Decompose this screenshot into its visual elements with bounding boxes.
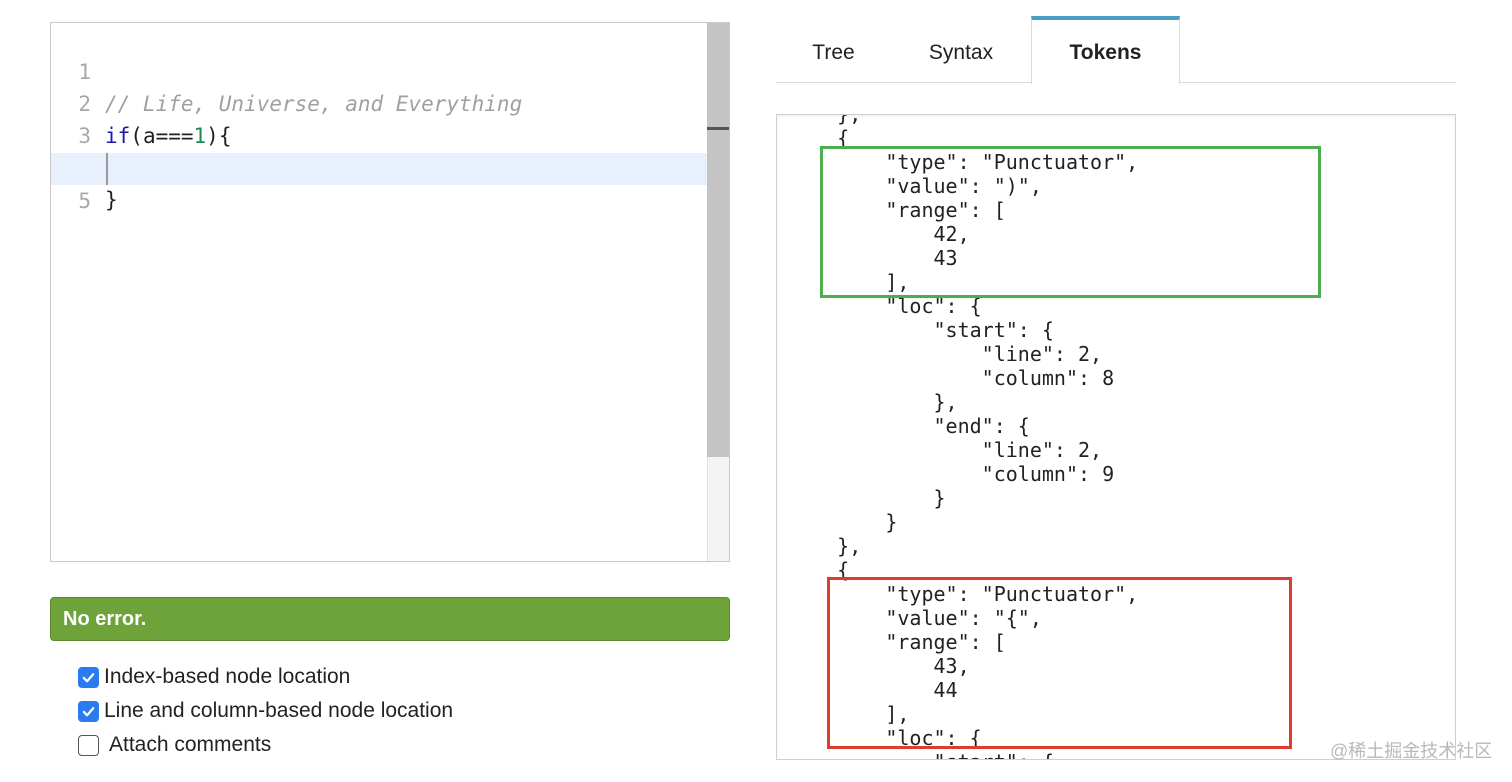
checkmark-icon [82,706,95,716]
line-number: 1 [78,60,91,84]
code-comment: // Life, Universe, and Everything [105,92,523,116]
text-cursor [106,153,108,185]
json-line: "loc": { [789,294,982,318]
json-line: "loc": { [789,726,982,750]
json-line: "line": 2, [789,438,1103,462]
scrollbar-cursor-marker [707,127,729,130]
option-label: Index-based node location [104,665,351,688]
option-label: Line and column-based node location [104,699,454,722]
code-paren-open: (a=== [130,124,194,148]
json-line: ], [789,270,910,294]
checkbox-unchecked-icon[interactable] [78,734,99,756]
json-line: 44 [789,678,958,702]
code-line-1[interactable]: 1 // Life, Universe, and Everything [51,24,707,116]
json-line: "range": [ [789,630,1006,654]
output-tabs: Tree Syntax Tokens [776,16,1456,84]
json-line: "start": { [789,318,1054,342]
checkbox-checked-icon[interactable] [78,700,99,722]
json-line: { [789,126,850,150]
json-line: "type": "Punctuator", [789,582,1139,606]
json-line: { [789,558,850,582]
status-bar: No error. [50,597,730,641]
json-line: "column": 9 [789,462,1115,486]
json-line: "end": { [789,414,1030,438]
json-line: }, [789,114,862,126]
checkbox-checked-icon[interactable] [78,666,99,688]
tokens-output-panel[interactable]: }, { "type": "Punctuator", "value": ")",… [776,114,1456,760]
code-text: } [105,188,118,212]
json-line: ], [789,702,910,726]
checkmark-icon [82,672,95,682]
tab-tokens[interactable]: Tokens [1031,16,1180,84]
code-keyword: if [105,124,131,148]
json-line: "type": "Punctuator", [789,150,1139,174]
code-line-2[interactable]: 2 if(a===1){ [51,56,707,148]
tab-tree[interactable]: Tree [812,41,855,64]
json-line: 43 [789,246,958,270]
json-line: "line": 2, [789,342,1103,366]
option-attach-comments[interactable]: Attach comments [78,730,271,760]
json-line: }, [789,534,862,558]
line-number: 2 [78,92,91,116]
option-index-location[interactable]: Index-based node location [78,662,350,692]
json-line: "value": ")", [789,174,1042,198]
json-line: }, [789,390,958,414]
editor-scrollbar-thumb[interactable] [707,23,729,457]
json-line: "value": "{", [789,606,1042,630]
code-line-5-active[interactable]: 5 [51,153,707,213]
code-line-3[interactable]: 3 [51,88,707,148]
code-number: 1 [193,124,207,148]
editor-scrollbar[interactable] [707,23,729,561]
json-line: } [789,486,946,510]
code-editor[interactable]: 1 // Life, Universe, and Everything 2 if… [50,22,730,562]
code-text: if(a===1){ [105,120,231,152]
json-line: "start": { [789,750,1053,759]
option-label: Attach comments [109,733,272,756]
tab-syntax[interactable]: Syntax [928,41,994,64]
line-number: 3 [78,124,91,148]
json-line: } [789,510,898,534]
option-line-column-location[interactable]: Line and column-based node location [78,696,453,726]
code-paren-close: ){ [206,124,232,148]
code-line-4[interactable]: 4 } [51,120,707,212]
json-line: 42, [789,222,970,246]
json-line: "column": 8 [789,366,1115,390]
watermark: @稀土掘金技术社区 [1330,741,1493,761]
json-line: 43, [789,654,970,678]
json-line: "range": [ [789,198,1006,222]
line-number: 5 [78,189,91,213]
